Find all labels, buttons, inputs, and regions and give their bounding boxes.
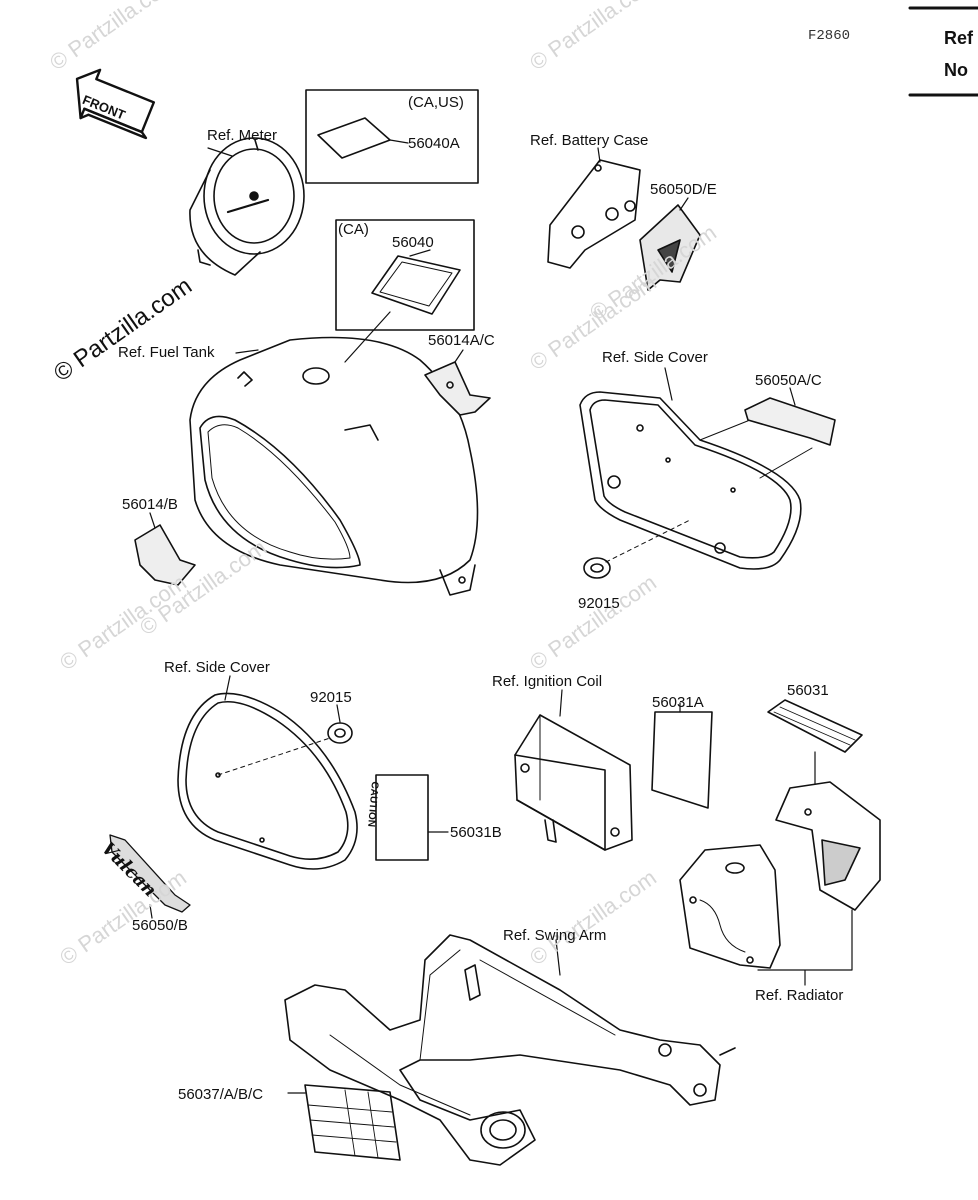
- ref-header-line1: Ref: [944, 28, 974, 48]
- emblem-56014B-part: [134, 512, 196, 586]
- label-56040A-shape: [317, 117, 391, 159]
- meter-part: [189, 137, 305, 276]
- label-56040-shape: [371, 255, 461, 315]
- label-56014B: 56014/B: [122, 496, 178, 513]
- ca-box: [335, 219, 475, 331]
- label-ref-side-cover-2: Ref. Side Cover: [164, 659, 270, 676]
- label-ref-meter: Ref. Meter: [207, 127, 278, 144]
- label-56037-shape: [287, 1084, 401, 1161]
- label-56037: 56037/A/B/C: [178, 1086, 264, 1103]
- vulcan-emblem-icon: [109, 834, 191, 913]
- label-92015-upper: 92015: [578, 595, 620, 612]
- label-ref-ignition-coil: Ref. Ignition Coil: [492, 673, 603, 690]
- label-ca: (CA): [338, 221, 369, 238]
- ignition-coil-part: [514, 714, 633, 851]
- label-56031B: 56031B: [450, 824, 502, 841]
- ca-us-box: [305, 89, 479, 184]
- side-cover-left-part: [177, 692, 358, 870]
- side-cover-right-part: [579, 391, 802, 570]
- caution-label-shape: [375, 774, 429, 861]
- diagram-code: F2860: [808, 28, 851, 44]
- emblem-56050AC-part: [744, 387, 836, 446]
- battery-case-part: [547, 159, 641, 269]
- fuel-tank-part: [189, 336, 479, 596]
- label-ref-fuel-tank: Ref. Fuel Tank: [118, 344, 215, 361]
- label-56031: 56031: [787, 682, 829, 699]
- radiator-part: [679, 844, 781, 969]
- label-56014AC: 56014A/C: [428, 332, 495, 349]
- label-92015-lower: 92015: [310, 689, 352, 706]
- front-arrow-icon: [75, 68, 156, 140]
- emblem-56014AC-part: [424, 361, 491, 416]
- grommet-92015-upper: [583, 519, 691, 579]
- label-56040: 56040: [392, 234, 434, 251]
- label-ref-side-cover-1: Ref. Side Cover: [602, 349, 708, 366]
- ref-header-line2: No: [944, 60, 968, 80]
- label-56050AC: 56050A/C: [755, 372, 822, 389]
- label-56050B: 56050/B: [132, 917, 188, 934]
- radiator-cover-part: [775, 781, 881, 911]
- label-56050DE: 56050D/E: [650, 181, 717, 198]
- label-56040A: 56040A: [408, 135, 460, 152]
- label-56031-shape: [767, 699, 863, 789]
- label-56031A-shape: [651, 711, 713, 809]
- label-ref-radiator: Ref. Radiator: [755, 987, 844, 1004]
- emblem-56050DE-part: [639, 197, 701, 291]
- grommet-92015-lower: [327, 704, 353, 744]
- label-ref-swing-arm: Ref. Swing Arm: [503, 927, 607, 944]
- label-ca-us: (CA,US): [408, 94, 464, 111]
- label-56031A: 56031A: [652, 694, 704, 711]
- swing-arm-part: [284, 934, 736, 1166]
- label-ref-battery-case: Ref. Battery Case: [530, 132, 649, 149]
